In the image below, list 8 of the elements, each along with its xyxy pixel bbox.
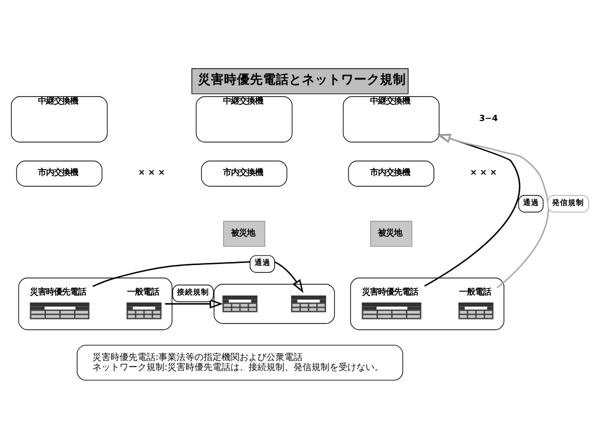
diagram-title: 災害時優先電話とネットワーク規制 (198, 72, 406, 87)
node-label: 災害時優先電話 (362, 286, 418, 296)
label: 3−4 (479, 112, 498, 123)
node-label: 一般電話 (126, 286, 159, 296)
node-label: 災害時優先電話 (30, 286, 86, 296)
label: × × × (470, 167, 497, 178)
label: × × × (138, 167, 166, 178)
node-label: 一般電話 (458, 286, 491, 296)
